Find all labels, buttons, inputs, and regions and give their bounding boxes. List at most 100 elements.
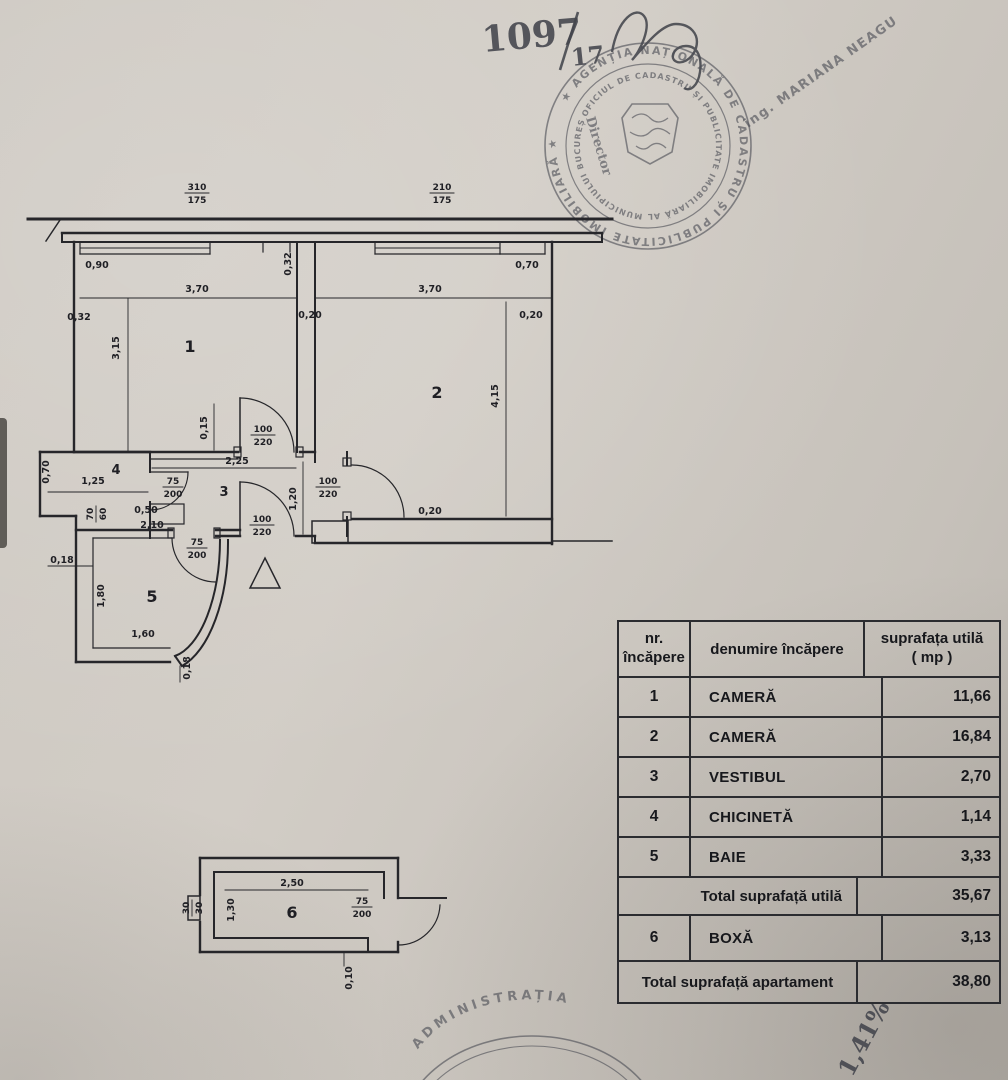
kitchen-door-arc — [149, 471, 189, 511]
boxa-walls — [187, 856, 447, 954]
dim-room2-offset-r: 0,20 — [519, 310, 543, 321]
boxa-row: 6 BOXĂ 3,13 — [619, 914, 999, 960]
stamp-outer-circle — [544, 42, 752, 250]
door2-post-t — [342, 457, 352, 467]
total-apartment-label: Total suprafață apartament — [619, 962, 858, 1002]
dim-room2-height: 4,15 — [490, 384, 501, 407]
boxa-door-den: 200 — [353, 910, 372, 920]
room2-south-wall — [313, 517, 554, 545]
door2-size: 100 220 — [315, 477, 341, 500]
total-util-value: 35,67 — [952, 887, 991, 904]
header-nr: nr.încăpere — [619, 622, 691, 676]
room6-label: 6 — [286, 903, 297, 922]
dim-015: 0,15 — [199, 416, 210, 439]
bwin-num: 30 — [182, 902, 192, 915]
stamp-coat-of-arms — [621, 103, 679, 165]
curved-wall-outer — [180, 538, 230, 668]
row4-nr: 4 — [619, 798, 691, 836]
scan-edge-artifact — [0, 418, 7, 548]
room5-label: 5 — [146, 587, 157, 606]
dim-boxa-bottom: 0,10 — [344, 966, 355, 990]
duct-box — [311, 520, 349, 544]
door2-num: 100 — [319, 477, 338, 487]
row1-nr: 1 — [619, 678, 691, 716]
dim-vestibule-width: 2,25 — [225, 456, 248, 467]
row3-nr: 3 — [619, 758, 691, 796]
dim-175a: 175 — [188, 196, 207, 206]
door1-den: 220 — [254, 438, 273, 448]
kitchen-walls — [38, 450, 185, 539]
case-number-slash — [558, 11, 580, 71]
door1-post-r — [295, 446, 304, 458]
bdoor-den: 200 — [188, 551, 207, 561]
door1-size: 100 220 — [250, 425, 276, 448]
dim-bath-width: 1,60 — [131, 629, 155, 640]
admin-stamp-inner — [436, 1045, 628, 1080]
case-number-handwriting: 1097 17 — [480, 10, 702, 91]
coat-of-arms-detail — [629, 113, 671, 150]
case-number-main: 1097 — [480, 10, 583, 61]
bath-walls — [74, 514, 242, 664]
door3-den: 220 — [253, 528, 272, 538]
row2-area: 16,84 — [952, 728, 991, 745]
entrance-door-arc — [239, 481, 295, 537]
door2-post-b — [342, 511, 352, 521]
window-room2-small — [499, 241, 546, 255]
table-row: 5 BAIE 3,33 — [619, 836, 999, 876]
kwin-den: 60 — [99, 508, 109, 521]
header-nr-line2: încăpere — [623, 649, 685, 666]
row1-name: CAMERĂ — [691, 678, 883, 716]
kwin-num: 70 — [86, 508, 96, 521]
dim-room2-width: 3,70 — [418, 284, 442, 295]
bdoor-num: 75 — [191, 538, 204, 548]
dim-divider-top: 0,32 — [283, 252, 294, 275]
dim-kitchen-left: 0,70 — [41, 460, 52, 484]
row3-name: VESTIBUL — [691, 758, 883, 796]
total-util-row: Total suprafață utilă 35,67 — [619, 876, 999, 914]
stamp-director-label: Director — [582, 115, 614, 178]
dim-175b: 175 — [433, 196, 452, 206]
boxa-floorplan: 2,50 6 1,30 30 30 75 200 0,10 — [182, 856, 447, 990]
row4-name: CHICINETĂ — [691, 798, 883, 836]
entrance-door-size: 100 220 — [249, 515, 275, 538]
row2-name: CAMERĂ — [691, 718, 883, 756]
row5-area: 3,33 — [960, 848, 991, 865]
bath-door-size: 75 200 — [186, 538, 208, 561]
stamp-inner-ring-text: OFICIUL DE CADASTRU ȘI PUBLICITATE IMOBI… — [0, 0, 723, 221]
dim-bath-height: 1,80 — [96, 584, 107, 608]
entrance-triangle-marker — [248, 556, 282, 589]
room4-label: 4 — [111, 463, 120, 478]
table-row: 4 CHICINETĂ 1,14 — [619, 796, 999, 836]
total-util-label: Total suprafață utilă — [619, 878, 858, 914]
dim-bath-offset: 0,18 — [50, 555, 74, 566]
row3-area: 2,70 — [960, 768, 991, 785]
door2-swing-arc — [351, 464, 405, 518]
door1-post-l — [233, 446, 242, 458]
total-apartment-value: 38,80 — [952, 973, 991, 990]
row5-nr: 5 — [619, 838, 691, 876]
room3-label: 3 — [219, 485, 228, 500]
dim-window1: 0,90 — [85, 260, 109, 271]
boxa-door-size: 75 200 — [351, 897, 373, 920]
row6-area: 3,13 — [960, 929, 991, 946]
table-row: 2 CAMERĂ 16,84 — [619, 716, 999, 756]
dim-room2-bottom-offset: 0,20 — [418, 506, 442, 517]
facade-tick — [44, 218, 62, 243]
admin-stamp-text: ADMINISTRAȚIA — [409, 988, 572, 1052]
curved-wall-inner — [173, 538, 222, 658]
admin-stamp-outer — [422, 1035, 642, 1080]
header-name: denumire încăpere — [691, 622, 865, 676]
dim-window2: 0,70 — [515, 260, 539, 271]
row2-nr: 2 — [619, 718, 691, 756]
header-name-text: denumire încăpere — [710, 640, 844, 658]
total-apartment-row: Total suprafață apartament 38,80 — [619, 960, 999, 1002]
dim-boxa-height: 1,30 — [226, 898, 237, 922]
stamp-mid-circle — [565, 63, 731, 229]
boxa-door-num: 75 — [356, 897, 369, 907]
kitchen-window-size: 70 60 — [86, 505, 109, 523]
boxa-door-arc — [397, 904, 441, 946]
engineer-name-stamp: ing. MARIANA NEAGU — [742, 14, 901, 132]
dim-niche: 0,50 — [134, 505, 158, 516]
window-room2 — [374, 241, 501, 255]
kdoor-num: 75 — [167, 477, 180, 487]
